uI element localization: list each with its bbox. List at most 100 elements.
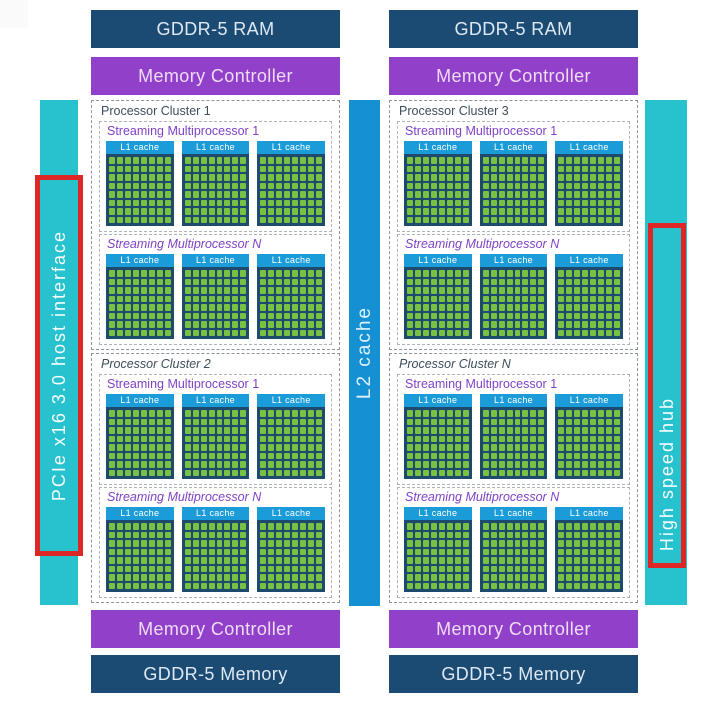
core-cell	[598, 182, 605, 189]
core-cell	[614, 270, 621, 277]
core-cell	[240, 469, 247, 476]
core-cell	[132, 165, 139, 172]
core-cell	[538, 157, 545, 164]
l1-cache-label: L1 cache	[404, 394, 472, 407]
core-cell	[582, 208, 589, 215]
l1-cache-label: L1 cache	[404, 254, 472, 267]
core-cell	[514, 452, 521, 459]
core-cell	[184, 410, 191, 417]
core-cell	[224, 469, 231, 476]
core-cell	[208, 287, 215, 294]
core-cell	[606, 304, 613, 311]
core-cell	[308, 321, 315, 328]
core-cell	[240, 574, 247, 581]
core-cell	[490, 540, 497, 547]
core-cell	[260, 548, 267, 555]
core-cell	[276, 329, 283, 336]
core-cell	[316, 574, 323, 581]
core-cell	[514, 321, 521, 328]
core-cell	[590, 182, 597, 189]
core-cell	[538, 435, 545, 442]
core-cell	[192, 540, 199, 547]
core-cell	[430, 523, 437, 530]
core-cell	[558, 557, 565, 564]
core-cell	[558, 312, 565, 319]
core-cell	[208, 216, 215, 223]
core-cell	[514, 182, 521, 189]
core-cell	[446, 321, 453, 328]
l1-cache-block: L1 cache	[479, 141, 548, 226]
core-cell	[530, 174, 537, 181]
core-cell	[192, 427, 199, 434]
core-cell	[538, 191, 545, 198]
core-cell	[124, 165, 131, 172]
core-cell	[240, 418, 247, 425]
core-cell	[184, 329, 191, 336]
core-cell	[240, 165, 247, 172]
core-cell	[232, 452, 239, 459]
core-cell	[407, 182, 413, 189]
core-cell	[614, 321, 621, 328]
core-cell	[582, 287, 589, 294]
l1-cache-block: L1 cache	[106, 141, 174, 226]
core-cell	[164, 321, 171, 328]
core-cell	[522, 165, 529, 172]
core-cell	[438, 182, 445, 189]
core-cell	[606, 191, 613, 198]
core-cell	[498, 523, 505, 530]
gddr5-ram-top-left: GDDR-5 RAM	[91, 10, 340, 48]
memory-controller-top-left: Memory Controller	[91, 57, 340, 95]
core-cell	[514, 199, 521, 206]
core-cell	[514, 278, 521, 285]
core-cell	[132, 182, 139, 189]
core-cell	[140, 270, 147, 277]
core-cell	[538, 287, 545, 294]
core-cell	[490, 565, 497, 572]
core-cell	[184, 312, 191, 319]
core-cell	[240, 270, 247, 277]
core-cell	[582, 469, 589, 476]
core-cell	[308, 165, 315, 172]
core-cell	[164, 557, 171, 564]
core-cell	[538, 557, 545, 564]
core-cell	[414, 191, 421, 198]
core-cell	[224, 182, 231, 189]
core-cell	[184, 531, 191, 538]
core-cell	[446, 452, 453, 459]
core-cell	[268, 548, 275, 555]
core-cell	[454, 321, 461, 328]
core-cell	[308, 304, 315, 311]
core-cell	[200, 452, 207, 459]
core-grid	[106, 407, 174, 479]
core-cell	[109, 287, 115, 294]
core-cell	[216, 182, 223, 189]
core-cell	[407, 199, 413, 206]
core-cell	[109, 312, 115, 319]
core-grid	[181, 407, 250, 479]
core-cell	[606, 452, 613, 459]
core-cell	[276, 295, 283, 302]
core-cell	[462, 321, 469, 328]
core-cell	[109, 199, 115, 206]
l1-cache-label: L1 cache	[181, 394, 250, 407]
core-cell	[414, 182, 421, 189]
core-cell	[407, 435, 413, 442]
core-cell	[156, 418, 163, 425]
core-cell	[200, 295, 207, 302]
core-cell	[407, 174, 413, 181]
core-cell	[566, 565, 573, 572]
core-cell	[276, 278, 283, 285]
core-cell	[116, 329, 123, 336]
core-cell	[148, 435, 155, 442]
core-cell	[422, 531, 429, 538]
core-grid	[404, 407, 472, 479]
core-cell	[446, 444, 453, 451]
streaming-multiprocessor-label: Streaming Multiprocessor N	[107, 490, 262, 504]
core-cell	[260, 191, 267, 198]
core-cell	[422, 582, 429, 589]
core-cell	[132, 304, 139, 311]
core-cell	[446, 191, 453, 198]
core-cell	[208, 321, 215, 328]
core-cell	[232, 329, 239, 336]
